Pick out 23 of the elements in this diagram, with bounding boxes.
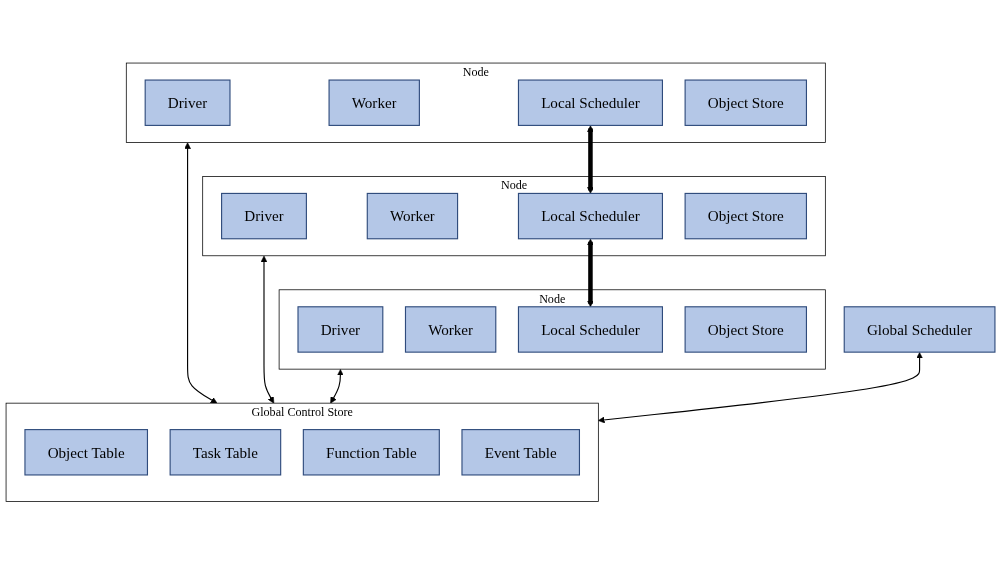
- node-box: Worker: [328, 79, 420, 127]
- arrow: [330, 369, 344, 404]
- node-box: Task Table: [169, 429, 282, 476]
- node-box: Local Scheduler: [517, 306, 663, 353]
- node-box: Global Scheduler: [843, 306, 996, 353]
- node-box: Object Table: [24, 429, 149, 476]
- node-box: Driver: [144, 79, 231, 127]
- node-box: Local Scheduler: [517, 193, 663, 240]
- arrow: [598, 352, 923, 424]
- arrow: [587, 125, 594, 194]
- node-box: Object Store: [684, 193, 807, 240]
- node-box: Event Table: [461, 429, 580, 476]
- arrow: [260, 256, 275, 404]
- node-box: Local Scheduler: [517, 79, 663, 127]
- node-box: Object Store: [684, 79, 807, 127]
- node-box: Object Store: [684, 306, 807, 353]
- arrow: [587, 239, 594, 308]
- node-box: Worker: [366, 193, 459, 240]
- node-box: Driver: [221, 193, 307, 240]
- arrow: [184, 142, 218, 404]
- node-box: Worker: [404, 306, 497, 353]
- node-box: Function Table: [302, 429, 440, 476]
- node-box: Driver: [297, 306, 384, 353]
